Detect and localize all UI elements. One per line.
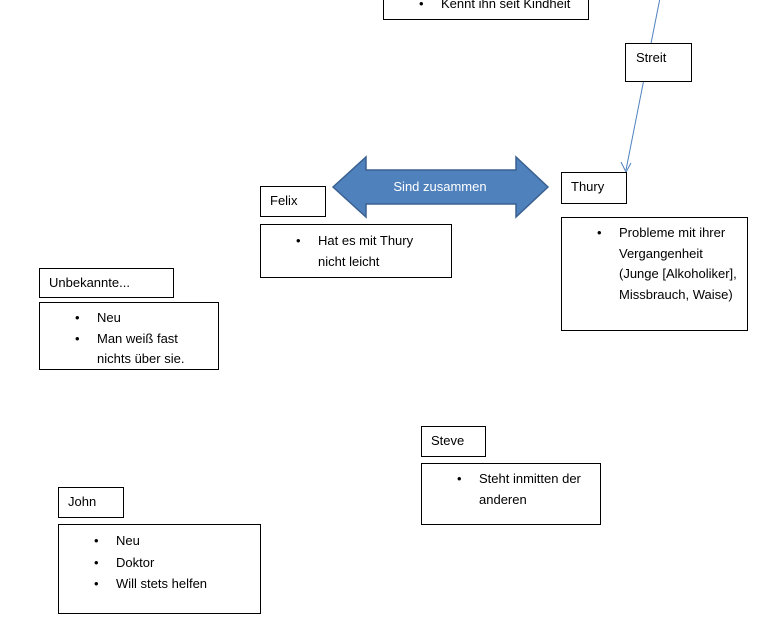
unbekannte-label-box: Unbekannte... (39, 268, 174, 298)
list-item: Neu (40, 308, 218, 329)
list-item: Hat es mit Thury nicht leicht (261, 231, 451, 272)
list-item: Man weiß fast nichts über sie. (40, 329, 218, 370)
top-node-box: Kennt ihn seit Kindheit (383, 0, 589, 20)
list-item: Doktor (59, 552, 260, 574)
steve-details-box: Steht inmitten der anderen (421, 463, 601, 525)
john-details-list: Neu Doktor Will stets helfen (59, 530, 260, 595)
steve-label-box: Steve (421, 426, 486, 457)
list-item: Kennt ihn seit Kindheit (384, 0, 588, 15)
unbekannte-details-list: Neu Man weiß fast nichts über sie. (40, 308, 218, 370)
felix-details-list: Hat es mit Thury nicht leicht (261, 231, 451, 272)
streit-connector-line (625, 0, 661, 171)
felix-details-box: Hat es mit Thury nicht leicht (260, 224, 452, 278)
thury-details-list: Probleme mit ihrer Vergangenheit (Junge … (562, 223, 747, 305)
list-item: Probleme mit ihrer Vergangenheit (Junge … (562, 223, 747, 305)
thury-label-box: Thury (561, 172, 627, 204)
thury-details-box: Probleme mit ihrer Vergangenheit (Junge … (561, 217, 748, 331)
list-item: Steht inmitten der anderen (422, 469, 600, 510)
top-node-list: Kennt ihn seit Kindheit (384, 0, 588, 15)
streit-label-box: Streit (625, 43, 692, 82)
john-label-box: John (58, 487, 124, 518)
steve-details-list: Steht inmitten der anderen (422, 469, 600, 510)
streit-connector-arrowhead (620, 161, 632, 174)
john-details-box: Neu Doktor Will stets helfen (58, 524, 261, 614)
list-item: Will stets helfen (59, 573, 260, 595)
sind-zusammen-label: Sind zusammen (393, 179, 487, 194)
list-item: Neu (59, 530, 260, 552)
unbekannte-details-box: Neu Man weiß fast nichts über sie. (39, 302, 219, 370)
felix-label-box: Felix (260, 186, 326, 217)
